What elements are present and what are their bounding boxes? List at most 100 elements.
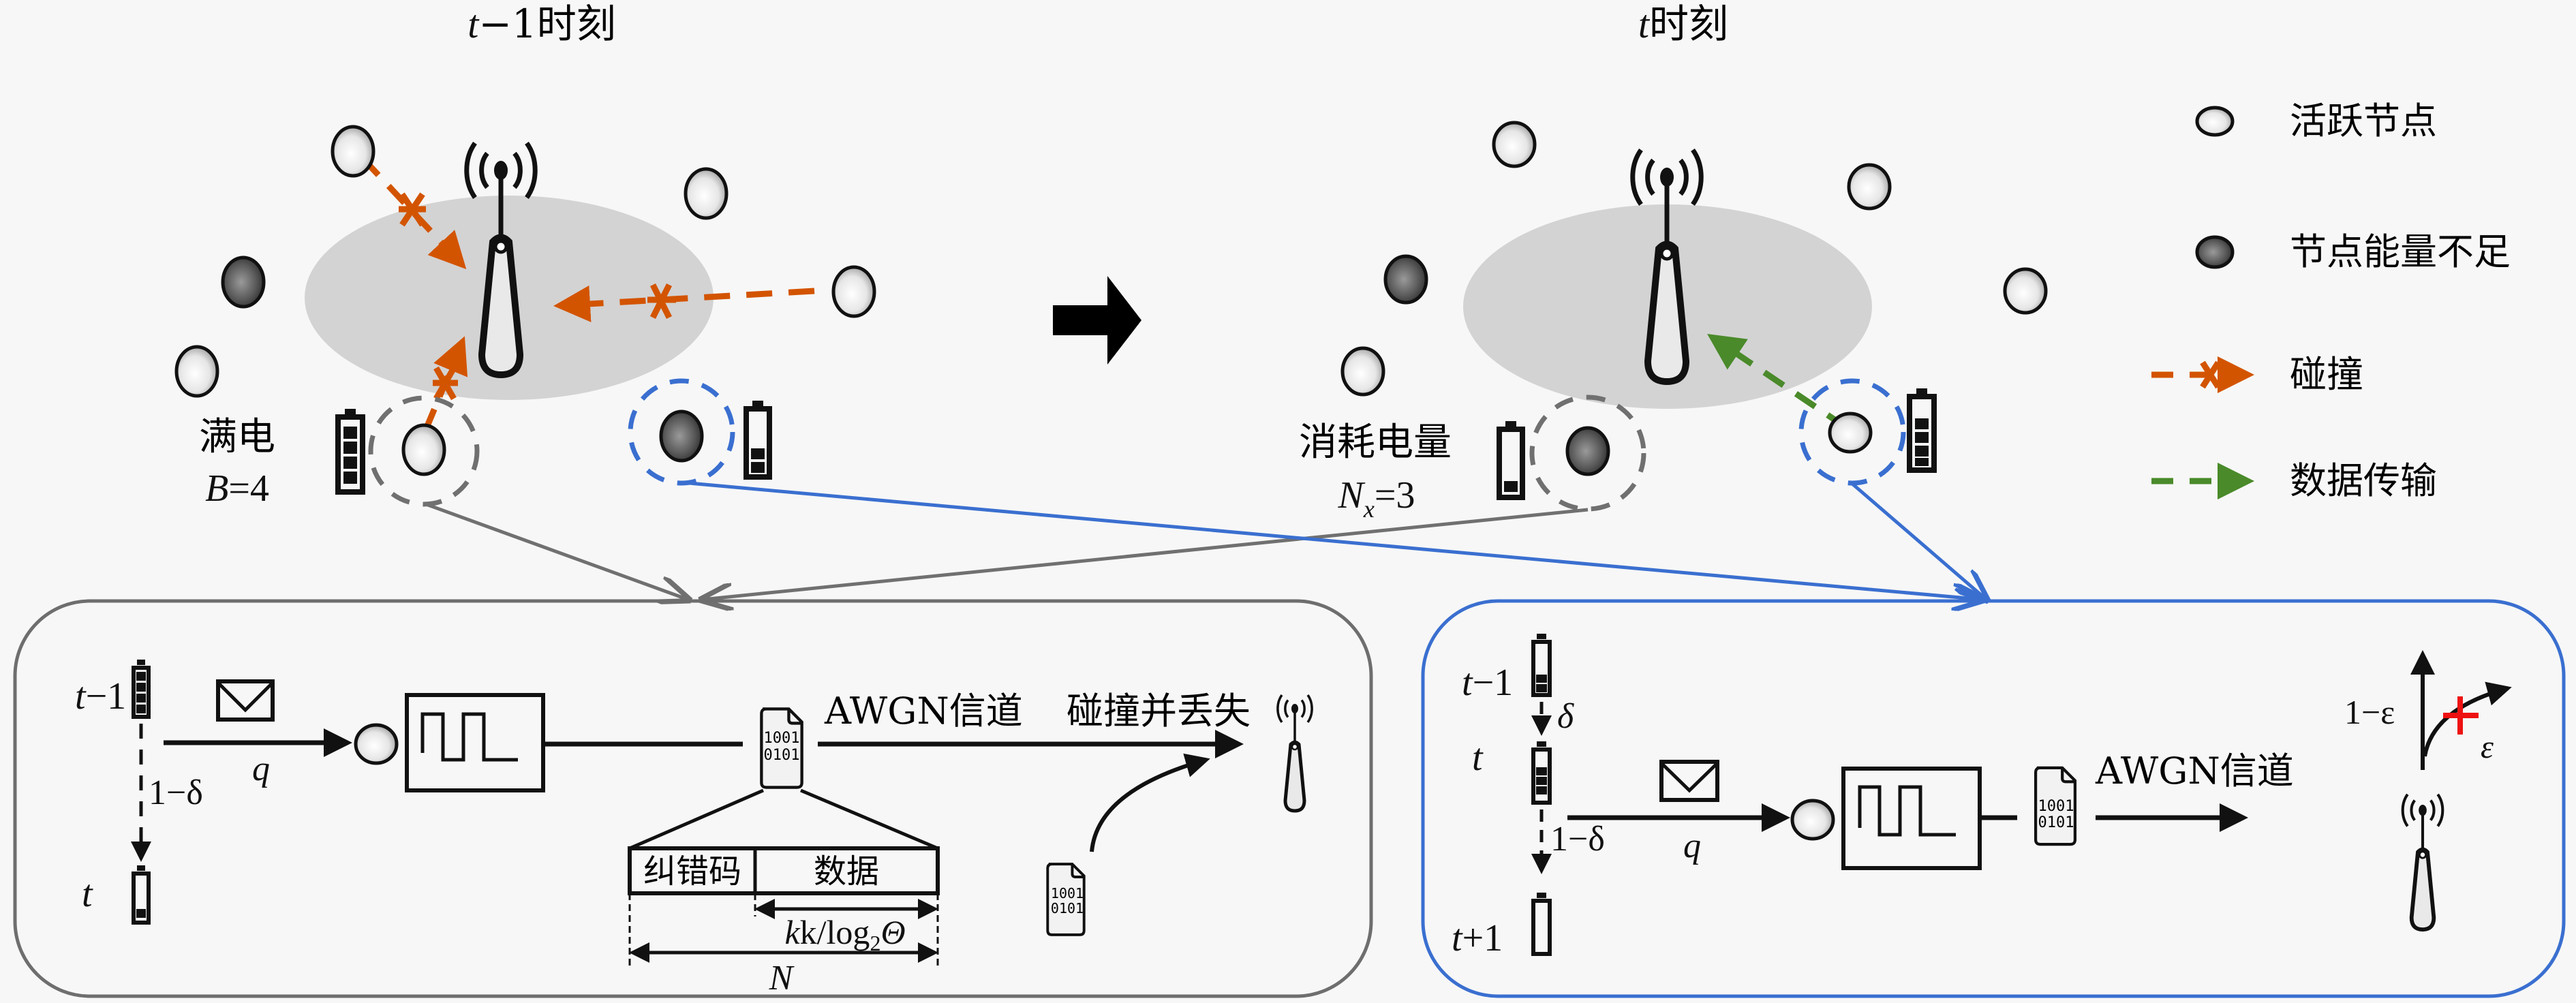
state-label-prev: t−1 [1462,662,1513,704]
collision-arrow [360,155,467,270]
error-mark-icon [2443,696,2479,735]
time-transition-arrow-icon [1053,276,1141,365]
collision-x-icon [433,366,458,401]
active-node [401,423,446,476]
collision-panel: t−1 1−δ t q 1001 0101 [13,599,1373,998]
channel-label: AWGN信道 [2095,750,2294,792]
legend-label: 数据传输 [2290,459,2437,502]
prob-stay-label: 1−δ [1550,820,1605,859]
legend-item: 活跃节点 [2195,99,2437,142]
success-panel: t−1 δ t 1−δ t+1 q [1421,599,2566,998]
svg-text:1001: 1001 [764,730,800,747]
packet-structure [628,846,940,895]
legend-label: 碰撞 [2290,353,2363,396]
collision-curve-arrow [1090,753,1210,852]
svg-text:0101: 0101 [2038,814,2074,831]
packet-icon: 1001 0101 [2036,768,2075,844]
active-node [1847,163,1892,211]
collision-lost-label: 碰撞并丢失 [1067,690,1251,732]
battery-empty-icon [132,865,151,925]
low-energy-node-icon [2195,235,2235,269]
scene-current: 消耗电量 Nx=3 [1299,121,2048,523]
legend-label: 节点能量不足 [2290,230,2511,273]
state-label-prev: t−1 [75,675,126,717]
panel-frame [1421,599,2566,998]
message-icon [216,679,275,722]
selected-node-ring-blue [1798,378,1906,486]
fail-arrow [2423,681,2512,757]
battery-full-icon [1907,388,1937,473]
svg-text:1001: 1001 [2038,798,2074,815]
active-node-icon [2195,106,2235,137]
field-ecc-label: 纠错码 [643,852,741,891]
prob-fail-label: ε [2481,729,2494,765]
prob-recharge-label: δ [1557,697,1574,736]
legend: 活跃节点 节点能量不足 碰撞 数据传输 [2151,99,2511,502]
active-node [331,125,375,178]
legend-item: 数据传输 [2151,459,2437,502]
prob-send-label: q [1683,827,1701,865]
scene-title-prev: t−1时刻 [467,1,616,47]
battery-full-icon [132,660,151,719]
battery-full-label: 满电 [199,415,275,459]
battery-capacity-formula: B=4 [205,467,269,510]
legend-item: 碰撞 [2151,353,2363,396]
message-icon [1659,760,1719,802]
field-data-label: 数据 [814,852,879,891]
battery-low-icon [1531,634,1552,697]
low-energy-node [1565,426,1610,476]
state-label-current: t [1472,737,1484,779]
battery-low-icon [743,401,772,480]
data-length-label: kk/log2Θ [784,913,905,955]
node-icon [1790,799,1835,841]
selected-node-ring-gray [1529,395,1646,512]
low-energy-node [659,410,704,463]
total-length-label: N [769,959,795,998]
packet-icon: 1001 0101 [761,709,801,787]
prob-send-label: q [252,750,270,788]
colliding-packet-icon: 1001 0101 [1047,864,1084,935]
active-node [2003,267,2048,315]
energy-consumed-formula: Nx=3 [1338,474,1415,523]
battery-empty-icon [1497,421,1525,500]
active-node [831,265,876,318]
prob-stay-label: 1−δ [149,773,203,812]
battery-mid-icon [1531,741,1552,805]
base-station-icon [1278,695,1312,811]
svg-text:0101: 0101 [764,747,800,764]
link-gray [425,502,688,600]
data-transmission-arrow [1707,333,1849,431]
battery-full-icon [335,409,365,495]
modulator-icon [1841,767,1982,870]
active-node [1492,121,1537,168]
selected-node-ring-gray [368,395,480,507]
legend-label: 活跃节点 [2290,99,2437,142]
state-label-next: t [82,873,93,915]
collision-x-icon [399,192,426,227]
active-node [684,167,729,220]
link-blue [681,480,1983,600]
collision-arrow-icon [2151,356,2254,393]
svg-text:0101: 0101 [1051,900,1084,916]
base-station-icon [2403,794,2443,929]
low-energy-node [221,256,266,309]
prob-success-label: 1−ε [2344,693,2395,731]
link-blue [1851,482,1987,600]
active-node [1340,346,1385,397]
scene-title-current: t时刻 [1638,1,1728,47]
zoom-lines [629,788,938,850]
modulator-icon [405,693,545,792]
battery-empty-icon [1531,893,1552,956]
active-node [1828,412,1873,454]
state-label-next: t+1 [1452,917,1503,959]
node-icon [354,723,399,765]
low-energy-node [1383,254,1428,305]
legend-item: 节点能量不足 [2195,230,2511,273]
channel-label: AWGN信道 [824,690,1023,732]
energy-consumed-label: 消耗电量 [1299,420,1452,465]
collision-x-icon [647,283,676,320]
scene-prev: 满电 B=4 [174,125,876,510]
svg-text:1001: 1001 [1051,885,1084,901]
